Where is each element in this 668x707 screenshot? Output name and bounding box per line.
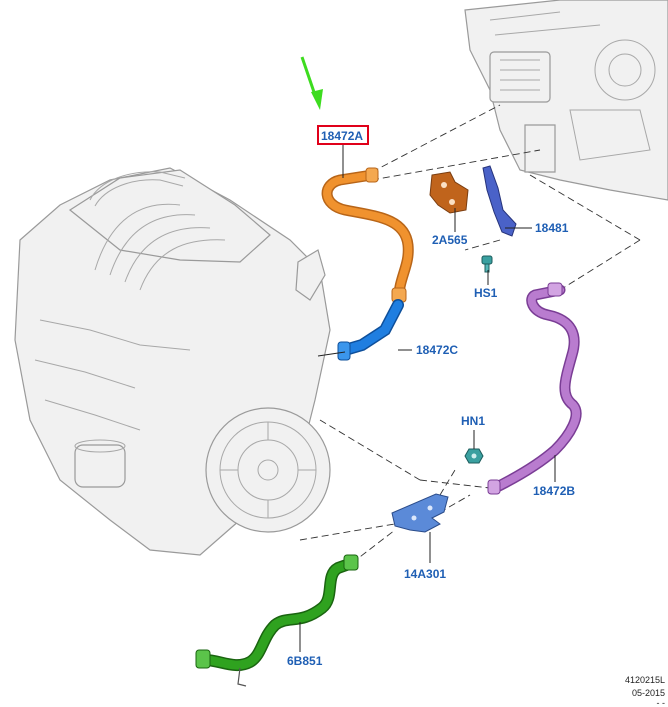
part-label-18472B[interactable]: 18472B xyxy=(533,484,575,498)
part-label-14A301[interactable]: 14A301 xyxy=(404,567,446,581)
hvac-unit-illustration xyxy=(464,0,668,201)
engine-illustration xyxy=(14,167,331,556)
bracket-18481[interactable] xyxy=(482,165,517,237)
connection-lines xyxy=(299,104,641,564)
hose-6B851[interactable] xyxy=(195,554,359,687)
bracket-2A565[interactable] xyxy=(429,171,469,214)
nut-HN1[interactable] xyxy=(464,448,484,464)
part-label-2A565[interactable]: 2A565 xyxy=(432,233,468,247)
part-label-6B851[interactable]: 6B851 xyxy=(287,654,323,668)
connector-18472C[interactable] xyxy=(337,299,404,361)
leader-lines xyxy=(299,144,556,652)
highlight-box xyxy=(317,125,369,145)
bracket-14A301[interactable] xyxy=(391,493,449,533)
arrow-icon xyxy=(300,56,323,110)
part-label-HS1[interactable]: HS1 xyxy=(474,286,498,300)
hose-18472A[interactable] xyxy=(321,167,414,306)
diagram-date: 05-2015 xyxy=(632,688,665,698)
part-label-18481[interactable]: 18481 xyxy=(535,221,569,235)
bolt-HS1[interactable] xyxy=(481,255,493,273)
part-label-18472A[interactable]: 18472A xyxy=(321,129,363,143)
part-label-HN1[interactable]: HN1 xyxy=(461,414,485,428)
diagram-code: 4120215L xyxy=(625,675,665,685)
part-label-18472C[interactable]: 18472C xyxy=(416,343,458,357)
diagram-mark: - - xyxy=(657,698,666,707)
hose-18472B[interactable] xyxy=(487,282,582,495)
